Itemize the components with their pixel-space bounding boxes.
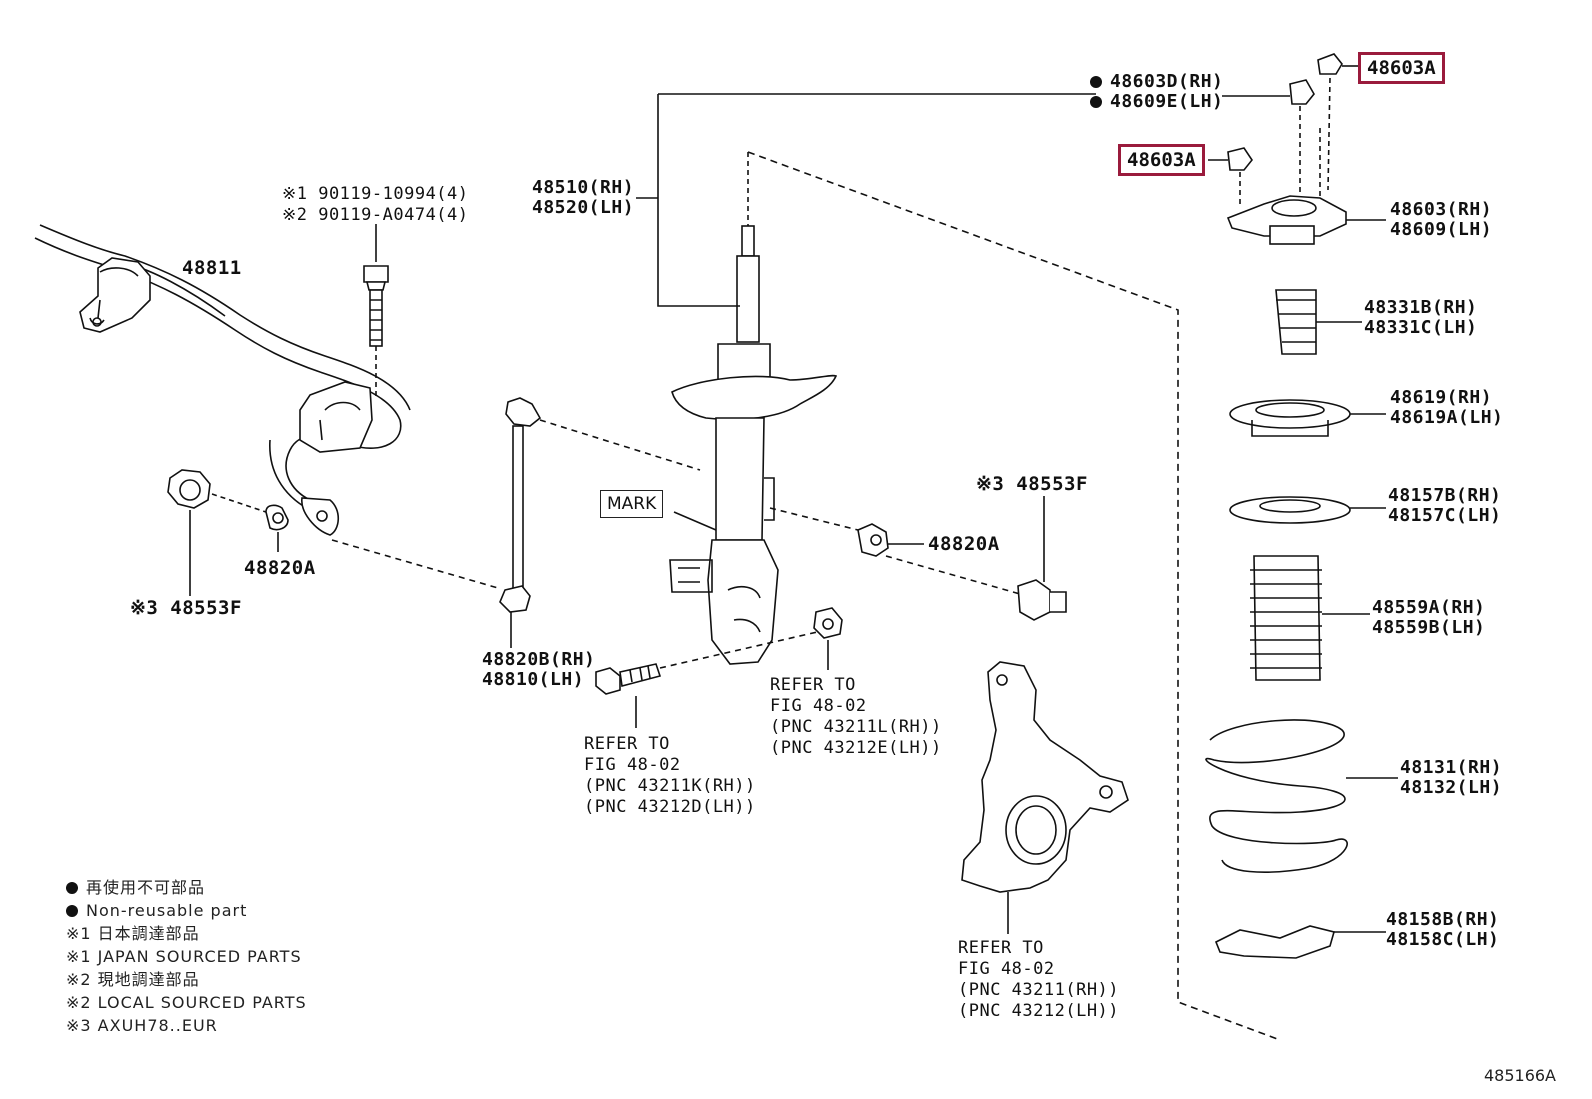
highlighted-part-mid[interactable]: 48603A xyxy=(1118,144,1205,176)
highlighted-part-top[interactable]: 48603A xyxy=(1358,52,1445,84)
strut-drawing xyxy=(636,93,1281,1041)
legend-row: 再使用不可部品 xyxy=(66,876,307,899)
mount-nut-callout-rh: 48603D(RH) xyxy=(1090,72,1223,92)
legend-row: ※2 現地調達部品 xyxy=(66,970,200,989)
boot-callout-rh: 48559A(RH) xyxy=(1372,597,1486,618)
insulator-callout-lh: 48158C(LH) xyxy=(1386,929,1500,950)
refer-bolt-line-1: REFER TO xyxy=(584,734,670,754)
upper-seat-callout-lh: 48619A(LH) xyxy=(1390,407,1504,428)
refer-bolt-line-3: (PNC 43211K(RH)) xyxy=(584,776,756,796)
bearing-callout-lh: 48157C(LH) xyxy=(1388,505,1502,526)
bushing-right-callout: 48820A xyxy=(928,533,1000,555)
link-callout-lh: 48810(LH) xyxy=(482,669,585,690)
steering-knuckle-drawing xyxy=(961,661,1129,934)
strut-bolt-drawing xyxy=(595,607,843,728)
stabilizer-link-drawing xyxy=(499,397,701,648)
nut-right-callout: ※3 48553F xyxy=(976,473,1088,495)
legend-row: ※1 日本調達部品 xyxy=(66,924,200,943)
strut-callout-rh: 48510(RH) xyxy=(532,177,635,198)
legend: 再使用不可部品 Non-reusable part ※1 日本調達部品 ※1 J… xyxy=(66,876,307,1037)
refer-bolt-line-2: FIG 48-02 xyxy=(584,755,681,775)
boot-callout-lh: 48559B(LH) xyxy=(1372,617,1486,638)
insulator-callout-rh: 48158B(RH) xyxy=(1386,909,1500,930)
bushing-left-callout: 48820A xyxy=(244,557,316,579)
legend-row: ※2 LOCAL SOURCED PARTS xyxy=(66,993,307,1012)
refer-nut-line-3: (PNC 43211L(RH)) xyxy=(770,717,942,737)
right-nut-bushing-drawing xyxy=(769,496,1067,621)
mount-nut-callout-lh: 48609E(LH) xyxy=(1090,92,1223,112)
refer-nut-line-2: FIG 48-02 xyxy=(770,696,867,716)
stabilizer-bolt-drawing xyxy=(363,224,389,400)
mount-callout-lh: 48609(LH) xyxy=(1390,219,1493,240)
legend-row: Non-reusable part xyxy=(66,899,307,922)
spring-stack-drawing xyxy=(1205,53,1398,959)
legend-row: ※1 JAPAN SOURCED PARTS xyxy=(66,947,302,966)
mark-label: MARK xyxy=(600,490,664,518)
bump-stop-callout-lh: 48331C(LH) xyxy=(1364,317,1478,338)
refer-knuckle-line-3: (PNC 43211(RH)) xyxy=(958,980,1120,1000)
link-callout-rh: 48820B(RH) xyxy=(482,649,596,670)
refer-bolt-line-4: (PNC 43212D(LH)) xyxy=(584,797,756,817)
upper-seat-callout-rh: 48619(RH) xyxy=(1390,387,1493,408)
non-reusable-dot-icon xyxy=(66,882,78,894)
stabilizer-bolt-callout-2: ※2 90119-A0474(4) xyxy=(282,205,469,225)
spring-callout-lh: 48132(LH) xyxy=(1400,777,1503,798)
stabilizer-bar-callout: 48811 xyxy=(182,257,242,279)
non-reusable-dot-icon xyxy=(66,905,78,917)
non-reusable-dot-icon xyxy=(1090,96,1102,108)
refer-knuckle-line-2: FIG 48-02 xyxy=(958,959,1055,979)
strut-callout-lh: 48520(LH) xyxy=(532,197,635,218)
refer-knuckle-line-4: (PNC 43212(LH)) xyxy=(958,1001,1120,1021)
refer-nut-line-4: (PNC 43212E(LH)) xyxy=(770,738,942,758)
non-reusable-dot-icon xyxy=(1090,76,1102,88)
figure-id: 485166A xyxy=(1483,1066,1556,1085)
bearing-callout-rh: 48157B(RH) xyxy=(1388,485,1502,506)
refer-nut-line-1: REFER TO xyxy=(770,675,856,695)
mount-callout-rh: 48603(RH) xyxy=(1390,199,1493,220)
nut-left-callout: ※3 48553F xyxy=(130,597,242,619)
spring-callout-rh: 48131(RH) xyxy=(1400,757,1503,778)
stabilizer-bolt-callout-1: ※1 90119-10994(4) xyxy=(282,184,469,204)
left-nut-bushing-drawing xyxy=(167,469,499,596)
stabilizer-bar-drawing xyxy=(34,224,411,536)
refer-knuckle-line-1: REFER TO xyxy=(958,938,1044,958)
legend-row: ※3 AXUH78..EUR xyxy=(66,1016,218,1035)
bump-stop-callout-rh: 48331B(RH) xyxy=(1364,297,1478,318)
